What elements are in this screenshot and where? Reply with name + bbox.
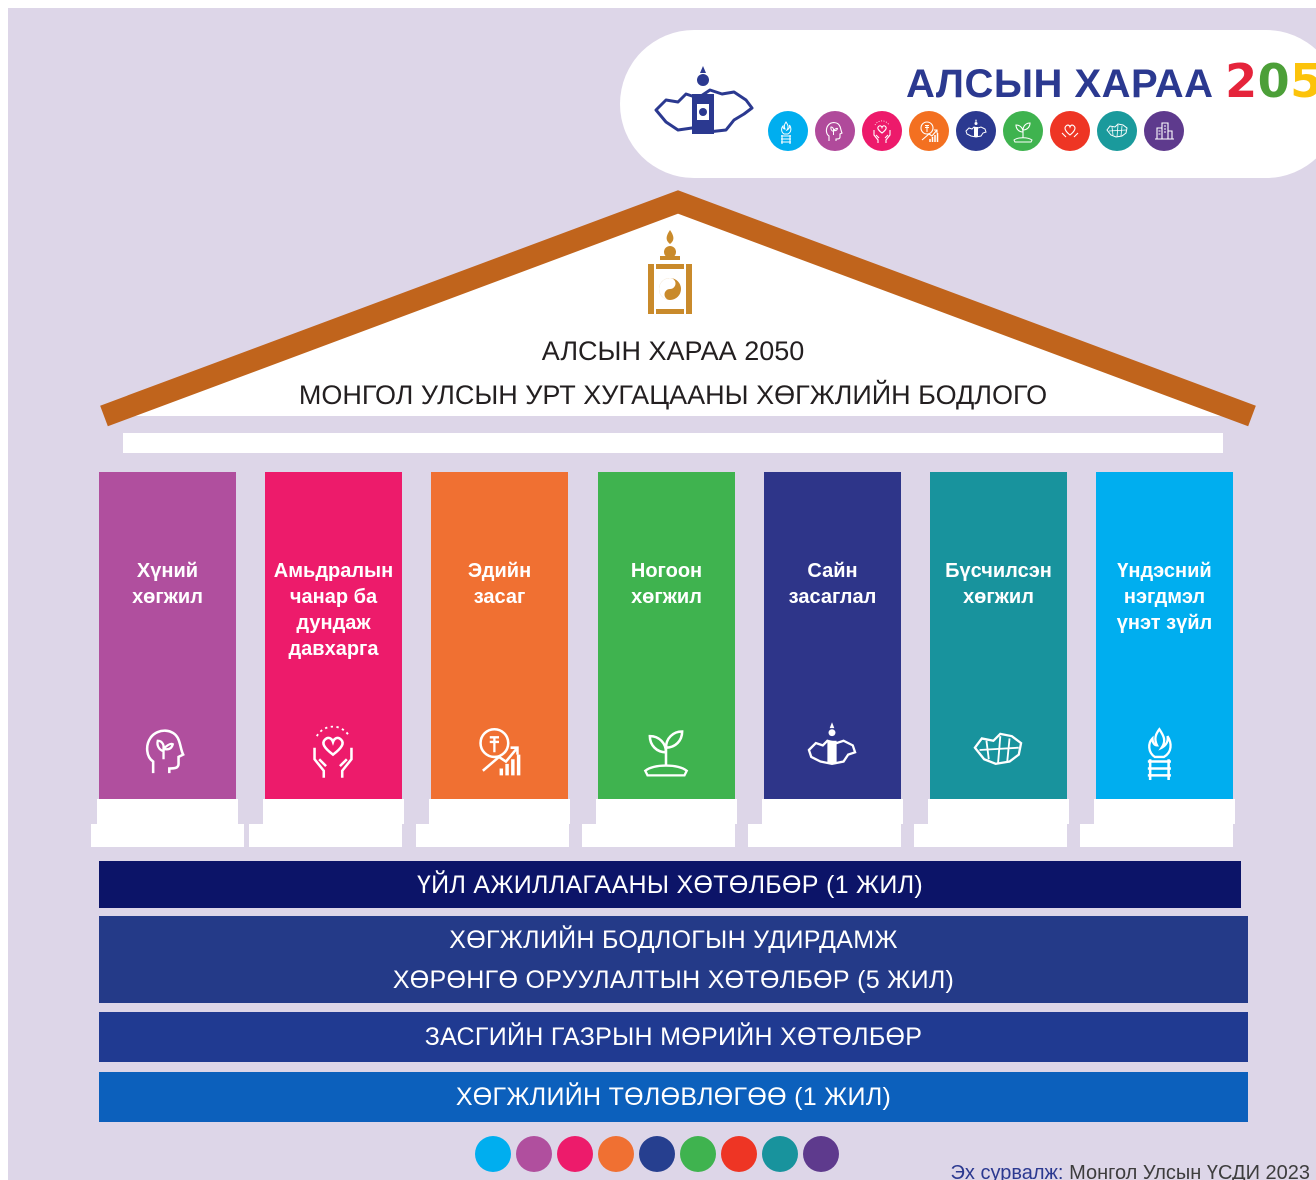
human-head-icon (145, 729, 185, 774)
planning-band-text: ХӨГЖЛИЙН ТӨЛӨВЛӨГӨӨ (1 ЖИЛ) (455, 1083, 892, 1111)
planning-band: ХӨГЖЛИЙН ТӨЛӨВЛӨГӨӨ (1 ЖИЛ) (99, 1072, 1248, 1122)
pillar-base (429, 799, 570, 824)
pillar: Үндэсний нэгдмэл үнэт зүйл (1096, 472, 1233, 799)
pillar-plinth (582, 824, 735, 847)
economy-growth-icon (479, 727, 521, 776)
pillar: Амьдралын чанар ба дундаж давхарга (265, 472, 402, 799)
pillar-base (928, 799, 1069, 824)
pillar-label-line: засаглал (788, 586, 877, 608)
soyombo-map-icon (807, 722, 857, 766)
color-dot (639, 1136, 675, 1172)
color-dot (680, 1136, 716, 1172)
pillar: Ногоон хөгжил (598, 472, 735, 799)
pillar-plinth (914, 824, 1067, 847)
source-text: Монгол Улсын ҮСДИ 2023 (1069, 1162, 1310, 1180)
pillar-plinth (1080, 824, 1233, 847)
human-head-icon (815, 111, 855, 151)
soyombo-map-icon (654, 66, 754, 134)
pillar-label-line: үнэт зүйл (1116, 612, 1213, 634)
year-digit: 0 (1257, 54, 1291, 108)
hands-heart-icon (862, 111, 902, 151)
heritage-fire-icon (1147, 727, 1172, 780)
pillar-label-line: хөгжил (963, 586, 1034, 608)
pillar-label: Хүний хөгжил (99, 558, 236, 610)
pillar-plinth (748, 824, 901, 847)
pillar: Эдийн засаг (431, 472, 568, 799)
planning-band: ХӨГЖЛИЙН БОДЛОГЫН УДИРДАМЖ ХӨРӨНГӨ ОРУУЛА… (99, 916, 1248, 1003)
roof (100, 190, 1256, 427)
economy-growth-icon (909, 111, 949, 151)
pillar-label-line: нэгдмэл (1123, 586, 1206, 608)
pillar-label-line: чанар ба (289, 586, 378, 608)
regions-map-icon (973, 732, 1023, 766)
handshake-heart-icon (1050, 111, 1090, 151)
pillar-base (596, 799, 737, 824)
planning-band: ЗАСГИЙН ГАЗРЫН МӨРИЙН ХӨТӨЛБӨР (99, 1012, 1248, 1062)
pillar-label: Ногоон хөгжил (598, 558, 735, 610)
pillar-label-line: Бүсчилсэн (945, 560, 1052, 582)
pillar-label: Сайн засаглал (764, 558, 901, 610)
pillar: Бүсчилсэн хөгжил (930, 472, 1067, 799)
pillar-label-line: хөгжил (132, 586, 203, 608)
soyombo-map-icon (956, 111, 996, 151)
pillar-label-line: Үндэсний (1117, 560, 1212, 582)
pillar-label-line: Эдийн (467, 560, 532, 582)
soyombo-emblem-icon (648, 230, 692, 314)
green-sprout-icon (1003, 111, 1043, 151)
planning-band-text: ҮЙЛ АЖИЛЛАГААНЫ ХӨТӨЛБӨР (1 ЖИЛ) (416, 870, 924, 899)
pillar-label-line: Ногоон (630, 560, 703, 582)
pillar-label: Бүсчилсэн хөгжил (930, 558, 1067, 610)
badge-title: АЛСЫН ХАРАА 2050 (906, 54, 1316, 108)
vision-badge (620, 30, 1316, 178)
color-dot (803, 1136, 839, 1172)
year-digit: 2 (1225, 54, 1258, 108)
color-dot (516, 1136, 552, 1172)
pillar: Хүний хөгжил (99, 472, 236, 799)
pillar-label: Эдийн засаг (431, 558, 568, 610)
heritage-fire-icon (768, 111, 808, 151)
regions-map-icon (1097, 111, 1137, 151)
hands-heart-icon (313, 725, 353, 778)
color-dot (762, 1136, 798, 1172)
planning-band-text: ХӨРӨНГӨ ОРУУЛАЛТЫН ХӨТӨЛБӨР (5 ЖИЛ) (392, 965, 955, 994)
city-buildings-icon (1144, 111, 1184, 151)
pillar-label-line: Сайн (807, 560, 858, 582)
pillar-label-line: дундаж (296, 612, 371, 634)
roof-subtitle: МОНГОЛ УЛСЫН УРТ ХУГАЦААНЫ ХӨГЖЛИЙН БОДЛ… (298, 380, 1048, 410)
planning-band-text: ЗАСГИЙН ГАЗРЫН МӨРИЙН ХӨТӨЛБӨР (424, 1023, 923, 1051)
source-label: Эх сурвалж: (950, 1162, 1064, 1180)
color-dot (475, 1136, 511, 1172)
pillar-label-line: хөгжил (631, 586, 702, 608)
color-dot (598, 1136, 634, 1172)
pillar-base (762, 799, 903, 824)
pillar-base (263, 799, 404, 824)
infographic: АЛСЫН ХАРАА 2050 АЛСЫН ХАРАА 2050 МОНГОЛ… (8, 8, 1316, 1180)
green-sprout-icon (643, 730, 689, 777)
roof-beam (123, 433, 1223, 453)
pillar-label: Амьдралын чанар ба дундаж давхарга (265, 558, 402, 662)
pillar-label-line: Амьдралын (273, 560, 394, 582)
roof-title: АЛСЫН ХАРАА 2050 (541, 336, 805, 366)
pillar: Сайн засаглал (764, 472, 901, 799)
pillar-label-line: засаг (473, 586, 526, 608)
color-dot (721, 1136, 757, 1172)
planning-band: ҮЙЛ АЖИЛЛАГААНЫ ХӨТӨЛБӨР (1 ЖИЛ) (99, 861, 1241, 908)
pillar-plinth (416, 824, 569, 847)
pillar-base (1094, 799, 1235, 824)
planning-band-text: ХӨГЖЛИЙН БОДЛОГЫН УДИРДАМЖ (449, 925, 898, 954)
year-digit: 5 (1290, 54, 1316, 108)
color-dot (557, 1136, 593, 1172)
pillar-plinth (249, 824, 402, 847)
pillar-base (97, 799, 238, 824)
source-note: Эх сурвалж: Монгол Улсын ҮСДИ 2023 (951, 1162, 1310, 1180)
pillar-label-line: Хүний (136, 560, 199, 582)
pillar-plinth (91, 824, 244, 847)
pillar-label: Үндэсний нэгдмэл үнэт зүйл (1096, 558, 1233, 636)
pillar-label-line: давхарга (288, 638, 379, 660)
